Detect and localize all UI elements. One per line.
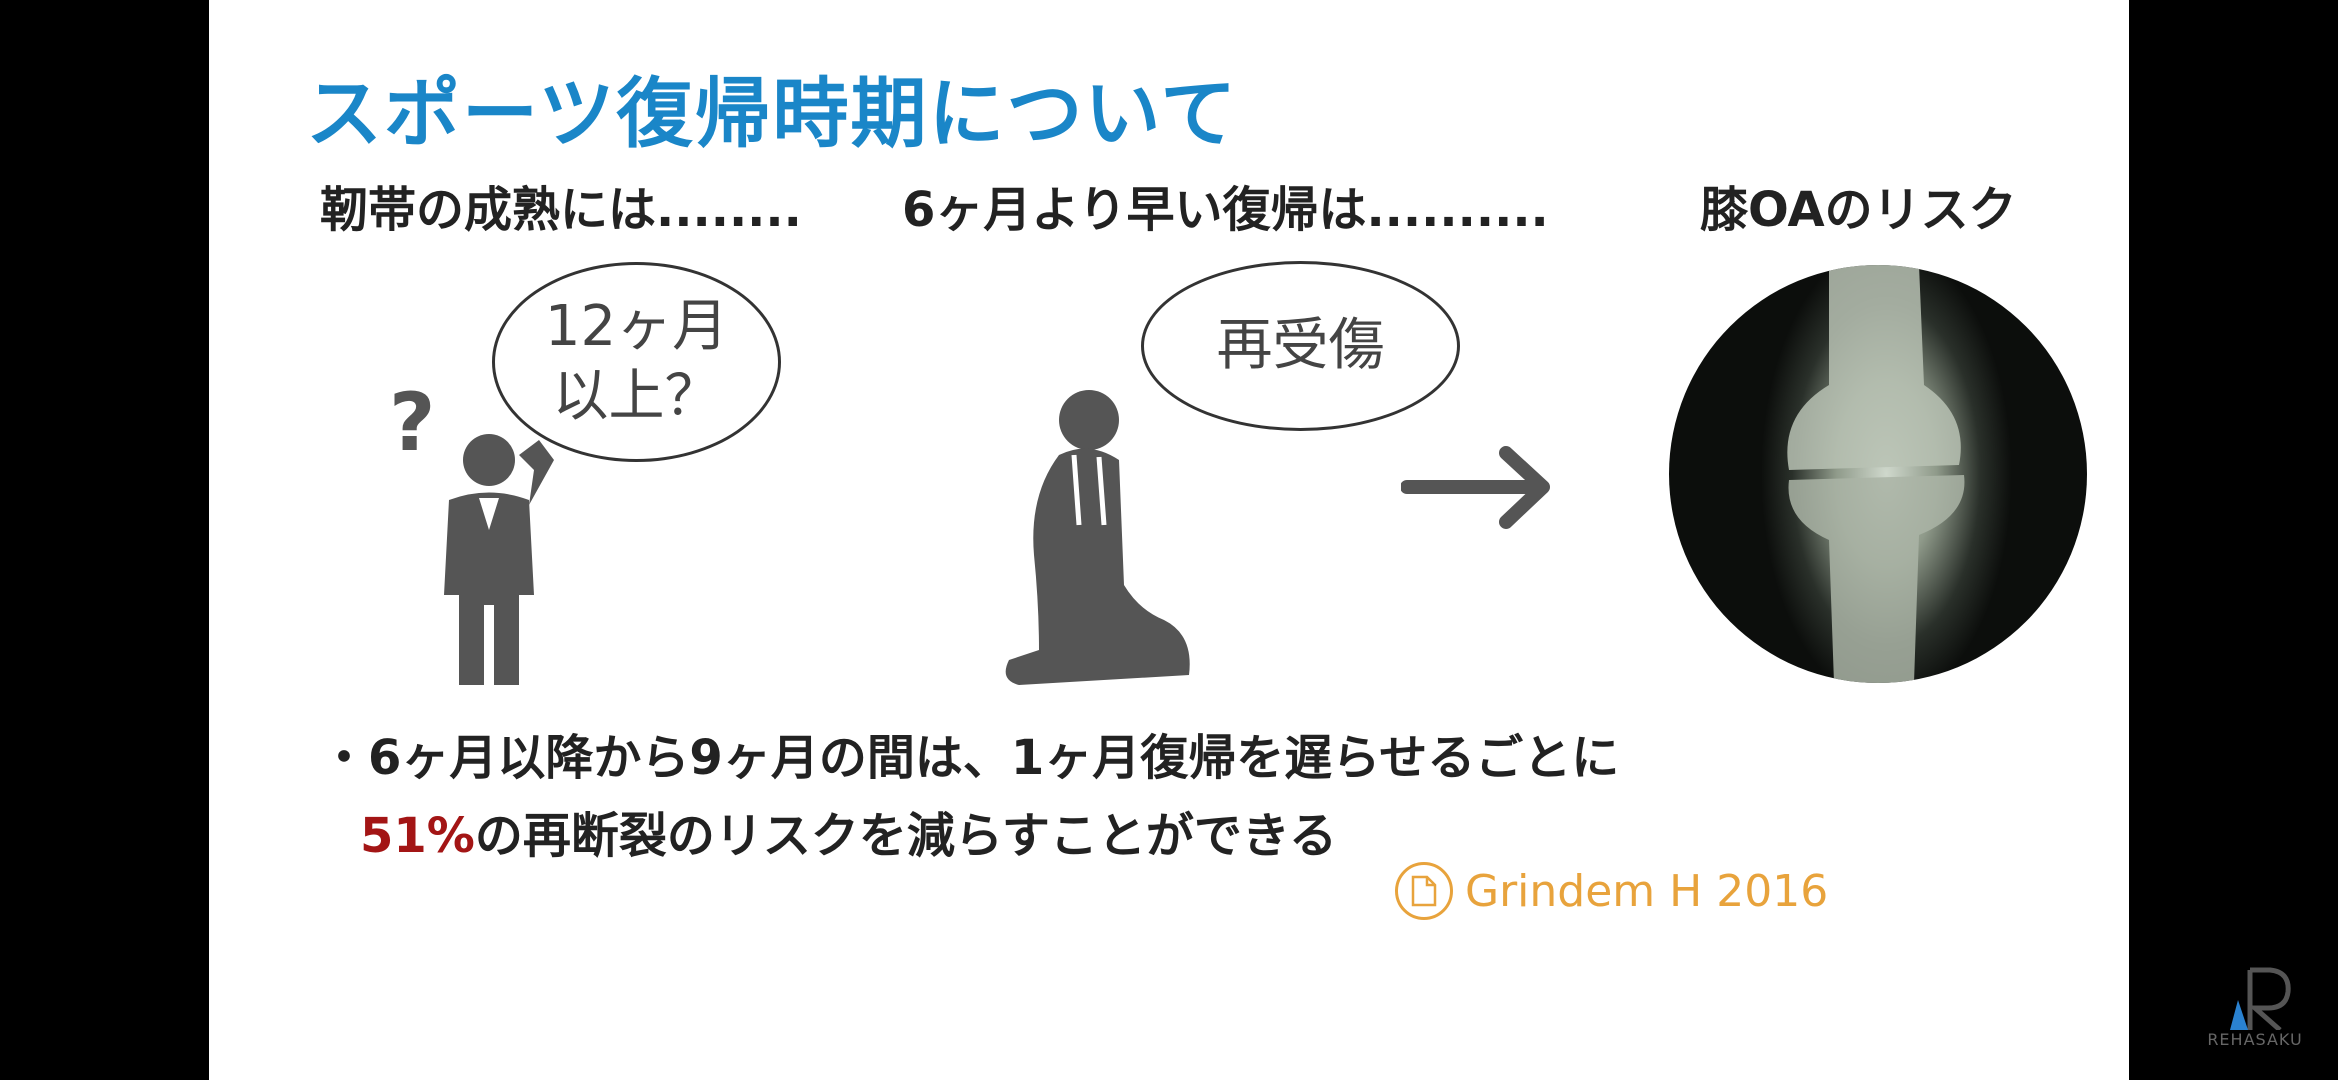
bullet-line-1: ・6ヶ月以降から9ヶ月の間は、1ヶ月復帰を遅らせるごとに — [320, 718, 1619, 788]
logo-mark-icon — [2230, 967, 2291, 1035]
slide: スポーツ復帰時期について 靭帯の成熟には........ 6ヶ月より早い復帰は.… — [209, 0, 2129, 1080]
heading-knee-oa-risk: 膝OAのリスク — [1700, 182, 2017, 238]
bullet-text-1: 6ヶ月以降から9ヶ月の間は、1ヶ月復帰を遅らせるごとに — [368, 730, 1620, 786]
bubble-line-1: 12ヶ月 — [544, 294, 729, 359]
bubble-text: 再受傷 — [1216, 313, 1385, 378]
knee-xray-bones — [1787, 265, 1965, 683]
bullet-text-2: の再断裂のリスクを減らすことができる — [474, 808, 1337, 864]
slide-title: スポーツ復帰時期について — [306, 69, 1239, 158]
arrow-right-icon — [1401, 446, 1550, 529]
knee-xray-image — [1669, 265, 2087, 683]
highlight-percentage: 51% — [360, 808, 475, 864]
heading-early-return: 6ヶ月より早い復帰は.......... — [902, 182, 1549, 238]
thinking-person-icon: ? — [389, 380, 554, 685]
svg-text:?: ? — [389, 380, 435, 469]
rehasaku-logo: REHASAKU — [2200, 960, 2310, 1060]
citation-text: Grindem H 2016 — [1465, 865, 1829, 917]
kneeling-despair-person-icon — [1005, 390, 1190, 685]
speech-bubble-12-months: 12ヶ月以上？ — [492, 262, 781, 462]
bullet-marker: ・ — [320, 730, 369, 786]
bubble-line-2: 以上？ — [552, 364, 721, 429]
speech-bubble-reinjury: 再受傷 — [1141, 261, 1460, 431]
citation: Grindem H 2016 — [1395, 862, 1828, 920]
document-icon — [1395, 862, 1453, 920]
heading-ligament-maturation: 靭帯の成熟には........ — [320, 182, 802, 238]
logo-text: REHASAKU — [2207, 1030, 2303, 1049]
bullet-line-2: 51%の再断裂のリスクを減らすことができる — [360, 796, 1337, 866]
